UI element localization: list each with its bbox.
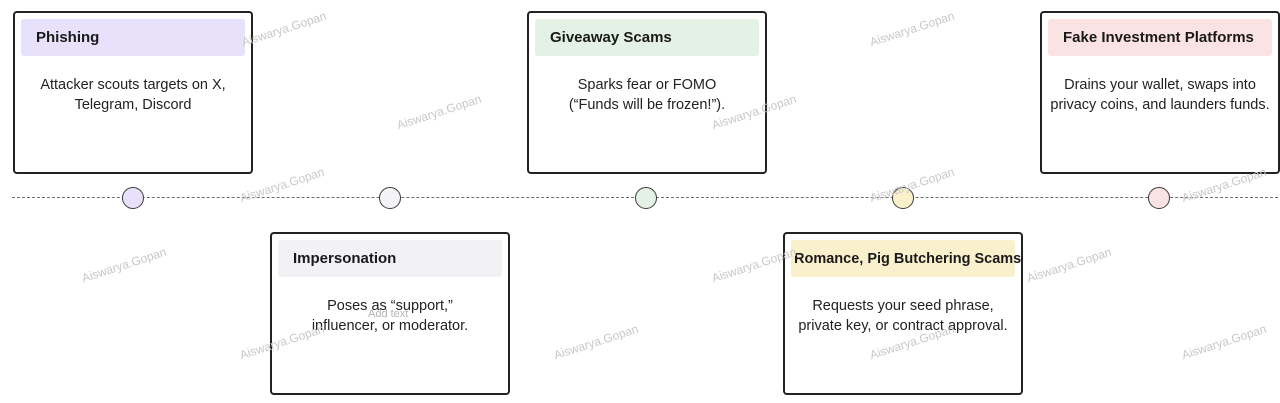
card-impersonation[interactable]: Impersonation Poses as “support,” influe…	[270, 232, 510, 395]
card-romance-scams[interactable]: Romance, Pig Butchering Scams Requests y…	[783, 232, 1023, 395]
card-header: Phishing	[21, 19, 245, 56]
card-body-line: influencer, or moderator.	[311, 318, 469, 334]
add-text-placeholder[interactable]: Add text	[368, 308, 409, 320]
card-title: Romance, Pig Butchering Scams	[794, 250, 1022, 267]
card-body: Drains your wallet, swaps into privacy c…	[1048, 75, 1272, 115]
card-body-line: (“Funds will be frozen!”).	[568, 97, 726, 113]
card-title: Fake Investment Platforms	[1063, 29, 1254, 46]
watermark: Aiswarya.Gopan	[867, 8, 957, 50]
card-body: Sparks fear or FOMO (“Funds will be froz…	[535, 75, 759, 115]
card-title: Phishing	[36, 29, 100, 46]
watermark: Aiswarya.Gopan	[1024, 244, 1114, 286]
card-header: Romance, Pig Butchering Scams	[791, 240, 1021, 277]
card-body-line: private key, or contract approval.	[798, 318, 1008, 334]
timeline-node-impersonation	[379, 187, 401, 209]
card-giveaway-scams[interactable]: Giveaway Scams Sparks fear or FOMO (“Fun…	[527, 11, 767, 174]
card-body-line: Requests your seed phrase,	[812, 298, 994, 314]
card-body: Poses as “support,” influencer, or moder…	[278, 296, 502, 336]
timeline-node-giveaway	[635, 187, 657, 209]
card-body-line: Poses as “support,”	[327, 298, 453, 314]
timeline-node-romance	[892, 187, 914, 209]
card-body: Requests your seed phrase, private key, …	[791, 296, 1015, 336]
card-header: Fake Investment Platforms	[1048, 19, 1272, 56]
timeline-node-phishing	[122, 187, 144, 209]
card-body-line: Drains your wallet, swaps into	[1064, 77, 1256, 93]
card-body-line: privacy coins, and launders funds.	[1050, 97, 1270, 113]
watermark: Aiswarya.Gopan	[239, 8, 329, 50]
card-body-line: Sparks fear or FOMO	[577, 77, 717, 93]
card-phishing[interactable]: Phishing Attacker scouts targets on X, T…	[13, 11, 253, 174]
watermark: Aiswarya.Gopan	[551, 321, 641, 363]
timeline-node-investment	[1148, 187, 1170, 209]
card-body: Attacker scouts targets on X, Telegram, …	[21, 75, 245, 115]
watermark: Aiswarya.Gopan	[1179, 321, 1269, 363]
card-body-line: Attacker scouts targets on X,	[40, 77, 226, 93]
card-title: Giveaway Scams	[550, 29, 672, 46]
card-body-line: Telegram, Discord	[74, 97, 192, 113]
card-fake-investment[interactable]: Fake Investment Platforms Drains your wa…	[1040, 11, 1280, 174]
card-title: Impersonation	[293, 250, 397, 267]
card-header: Impersonation	[278, 240, 502, 277]
card-header: Giveaway Scams	[535, 19, 759, 56]
watermark: Aiswarya.Gopan	[394, 91, 484, 133]
watermark: Aiswarya.Gopan	[79, 244, 169, 286]
